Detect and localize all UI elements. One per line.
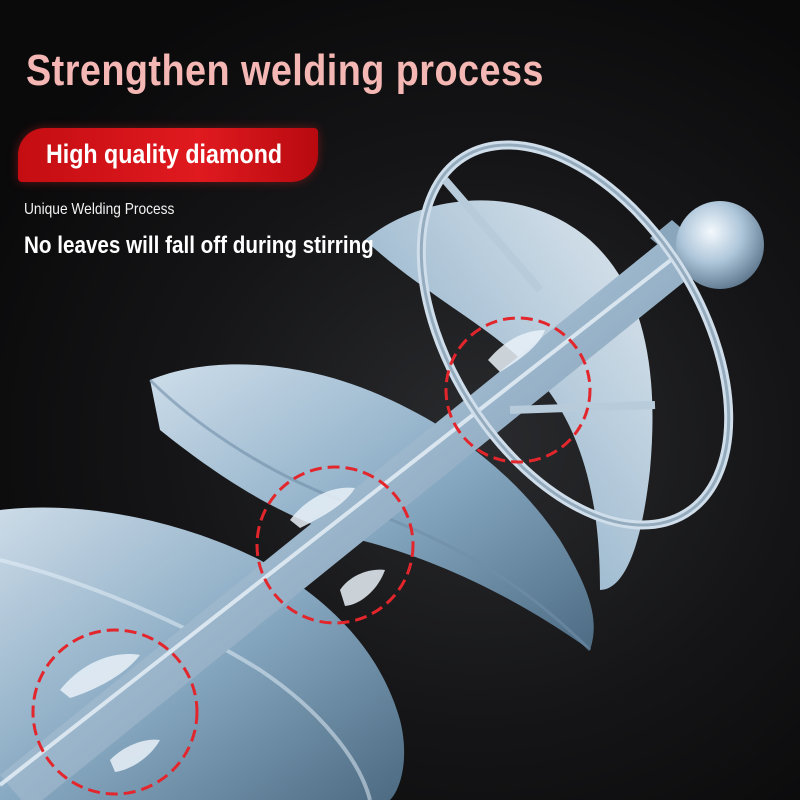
- headline: Strengthen welding process: [26, 46, 544, 95]
- mixer-ring: [416, 140, 734, 530]
- badge-label: High quality diamond: [46, 139, 283, 169]
- subtitle: Unique Welding Process: [24, 201, 175, 218]
- weld-highlight-upper: [444, 316, 592, 464]
- weld-seams: [60, 330, 545, 772]
- mixer-blade-upper: [365, 200, 653, 590]
- weld-highlight-lower: [31, 628, 199, 796]
- ball-tip: [676, 201, 764, 289]
- quality-badge: High quality diamond: [18, 128, 318, 182]
- weld-highlight-middle: [255, 465, 415, 625]
- description: No leaves will fall off during stirring: [24, 232, 374, 259]
